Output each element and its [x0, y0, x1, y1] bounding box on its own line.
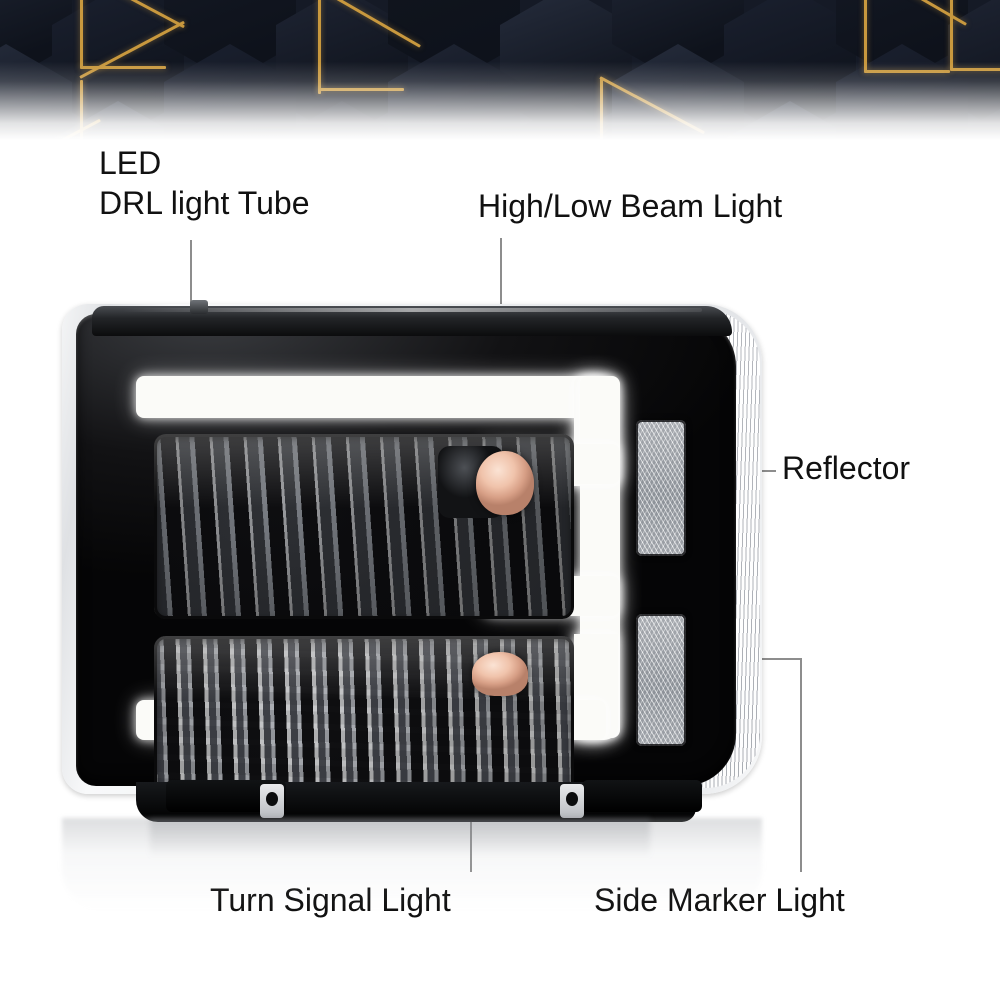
leader-line-side-marker-vertical	[800, 658, 802, 872]
callout-label-led-line2: DRL light Tube	[99, 185, 310, 221]
banner-fade-overlay	[0, 0, 1000, 140]
product-floor-reflection-core	[150, 818, 650, 858]
upper-reflector-panel	[636, 420, 686, 556]
housing-screw	[190, 300, 208, 314]
callout-label-led-line1: LED	[99, 145, 162, 181]
turn-signal-bulb	[472, 652, 528, 696]
headlight-assembly	[62, 296, 762, 822]
led-drl-tube-top-segment	[136, 376, 606, 418]
product-floor-reflection	[62, 818, 762, 910]
callout-label-led-drl: LED DRL light Tube	[99, 143, 309, 223]
housing-top-edge	[92, 306, 732, 336]
base-block-right	[582, 780, 702, 812]
callout-label-turn-signal: Turn Signal Light	[210, 880, 451, 920]
mounting-tab-left	[260, 784, 284, 818]
lower-reflector-panel	[636, 614, 686, 746]
mounting-tab-right	[560, 784, 584, 818]
callout-label-reflector: Reflector	[782, 450, 911, 486]
hexagon-pattern-banner	[0, 0, 1000, 140]
high-low-beam-bulb	[476, 451, 534, 515]
callout-label-high-low-beam: High/Low Beam Light	[478, 188, 783, 224]
black-housing	[76, 300, 736, 796]
housing-top-highlight	[122, 308, 702, 312]
callout-label-side-marker: Side Marker Light	[594, 882, 845, 918]
